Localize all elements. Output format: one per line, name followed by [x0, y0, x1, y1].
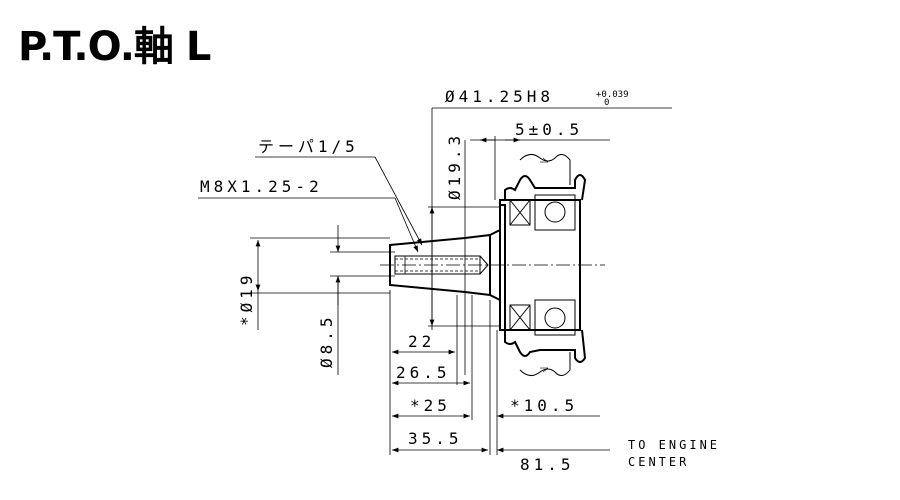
len-26-5-label: 26.5 — [396, 363, 451, 382]
shaft-body — [380, 154, 605, 376]
len-22-label: 22 — [408, 332, 435, 351]
dimension-lines — [198, 107, 672, 455]
engine-center-line1: TO ENGINE — [628, 438, 720, 452]
dimension-labels: Ø41.25H8 +0.039 0 テーパ1/5 M8X1.25-2 Ø19.3… — [200, 87, 720, 474]
bore-tol-upper: +0.039 — [596, 90, 629, 100]
engine-center-line2: CENTER — [628, 455, 689, 469]
len-10-5-label: *10.5 — [510, 396, 578, 415]
dia-8-5-label: Ø8.5 — [317, 313, 336, 368]
len-81-5-label: 81.5 — [520, 455, 575, 474]
offset-label: 5±0.5 — [515, 120, 583, 139]
thread-label: M8X1.25-2 — [200, 177, 323, 196]
shaft-dia-label: Ø19.3 — [445, 132, 464, 200]
len-25-label: *25 — [410, 396, 451, 415]
bore-label: Ø41.25H8 — [445, 87, 554, 106]
dia-19-label: *Ø19 — [237, 271, 256, 326]
taper-label: テーパ1/5 — [258, 137, 359, 156]
len-35-5-label: 35.5 — [408, 429, 463, 448]
bore-tol-lower: 0 — [604, 98, 609, 108]
page-title: P.T.O.軸 L — [18, 24, 211, 70]
